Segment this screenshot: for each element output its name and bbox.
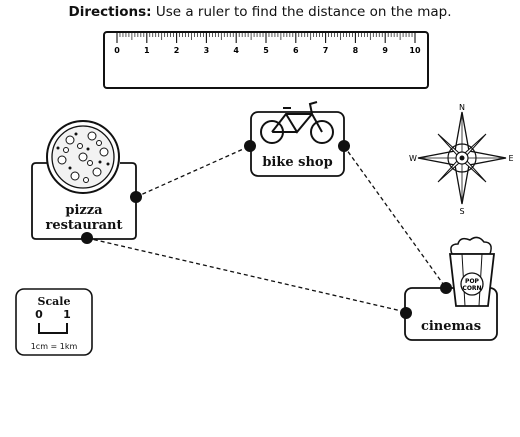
cinemas-label: cinemas xyxy=(420,319,482,334)
popcorn-text-1: POP xyxy=(465,278,479,285)
ruler-ticks xyxy=(116,33,416,43)
ruler-label: 6 xyxy=(293,46,299,55)
ruler-label: 5 xyxy=(263,46,269,55)
compass-e: E xyxy=(508,154,513,163)
ruler-label: 7 xyxy=(323,46,329,55)
pizza-icon xyxy=(46,120,120,194)
compass-w: W xyxy=(409,154,417,163)
bike-shop-location xyxy=(244,101,350,177)
ruler-label: 3 xyxy=(204,46,210,55)
routes xyxy=(86,145,447,313)
pizza-label-line2: restaurant xyxy=(45,218,123,233)
popcorn-text-2: CORN xyxy=(462,285,481,292)
directions-label: Directions: xyxy=(68,4,152,20)
ruler-label: 2 xyxy=(174,46,180,55)
ruler-label: 9 xyxy=(382,46,388,55)
scale-note: 1cm = 1km xyxy=(30,342,78,351)
directions-body: Use a ruler to find the distance on the … xyxy=(155,4,452,20)
route-bike-cinemas xyxy=(343,145,447,289)
scale-title: Scale xyxy=(37,295,71,308)
route-pizza-cinemas xyxy=(86,237,407,313)
compass-s: S xyxy=(459,207,464,216)
ruler-label: 10 xyxy=(409,46,421,55)
popcorn-icon: POP CORN xyxy=(448,236,496,307)
ruler-label: 0 xyxy=(114,46,120,55)
ruler: 0 1 2 3 4 5 6 7 8 9 10 xyxy=(103,31,429,89)
bike-shop-label: bike shop xyxy=(262,155,333,170)
scale-box xyxy=(15,288,93,356)
directions-text: Directions: Use a ruler to find the dist… xyxy=(0,4,520,20)
ruler-label: 8 xyxy=(353,46,359,55)
pizza-label: pizza restaurant xyxy=(32,203,136,233)
pizza-point-right xyxy=(130,191,142,203)
cinemas-location: POP CORN xyxy=(400,236,498,341)
ruler-label: 1 xyxy=(144,46,150,55)
ruler-label: 4 xyxy=(233,46,239,55)
pizza-point-bottom xyxy=(81,232,93,244)
pizza-restaurant-location xyxy=(31,120,142,244)
cinemas-point-top xyxy=(440,282,452,294)
compass-icon: N S W E xyxy=(409,103,513,216)
ruler-labels: 0 1 2 3 4 5 6 7 8 9 10 xyxy=(114,46,421,55)
bike-point-left xyxy=(244,140,256,152)
compass-n: N xyxy=(459,103,465,112)
pizza-label-line1: pizza xyxy=(65,203,103,218)
route-pizza-bike xyxy=(135,145,251,198)
bicycle-icon xyxy=(260,101,334,144)
cinemas-point-left xyxy=(400,307,412,319)
bike-point-right xyxy=(338,140,350,152)
scale-end: 1 xyxy=(63,308,71,321)
scale-start: 0 xyxy=(35,308,43,321)
